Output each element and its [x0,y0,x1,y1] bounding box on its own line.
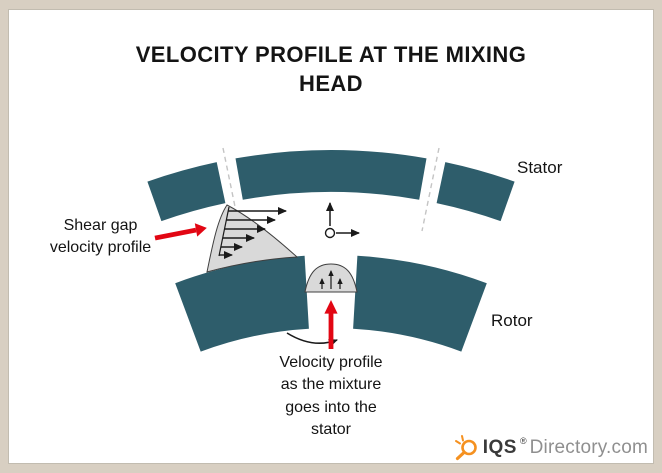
coordinate-axes [324,202,360,239]
profile-baseline [218,206,230,257]
diagram-title: VELOCITY PROFILE AT THE MIXING HEAD [135,42,527,97]
stator-block-right [436,162,515,222]
shear-velocity-arrows [219,207,287,259]
stator-label: Stator [517,158,563,177]
rotor-block-left [175,255,309,352]
pointer-arrow-inlet [324,300,338,349]
inlet-profile-label: Velocity profile as the mixture goes int… [279,354,383,439]
pointer-arrow-shear-gap [154,223,207,241]
logo-name: IQS [482,436,517,458]
iqs-directory-logo[interactable]: IQS ® Directory.com [453,434,648,461]
stator-block-middle [235,150,427,200]
registered-mark: ® [519,436,527,446]
shear-gap-label: Shear gap velocity profile [49,217,152,257]
logo-suffix: Directory.com [529,436,648,458]
stator-block-left [147,162,226,222]
inlet-velocity-arrows [319,270,343,289]
rotor-block-right [353,255,487,352]
rotor-label: Rotor [491,311,533,330]
magnifier-icon [454,435,477,461]
